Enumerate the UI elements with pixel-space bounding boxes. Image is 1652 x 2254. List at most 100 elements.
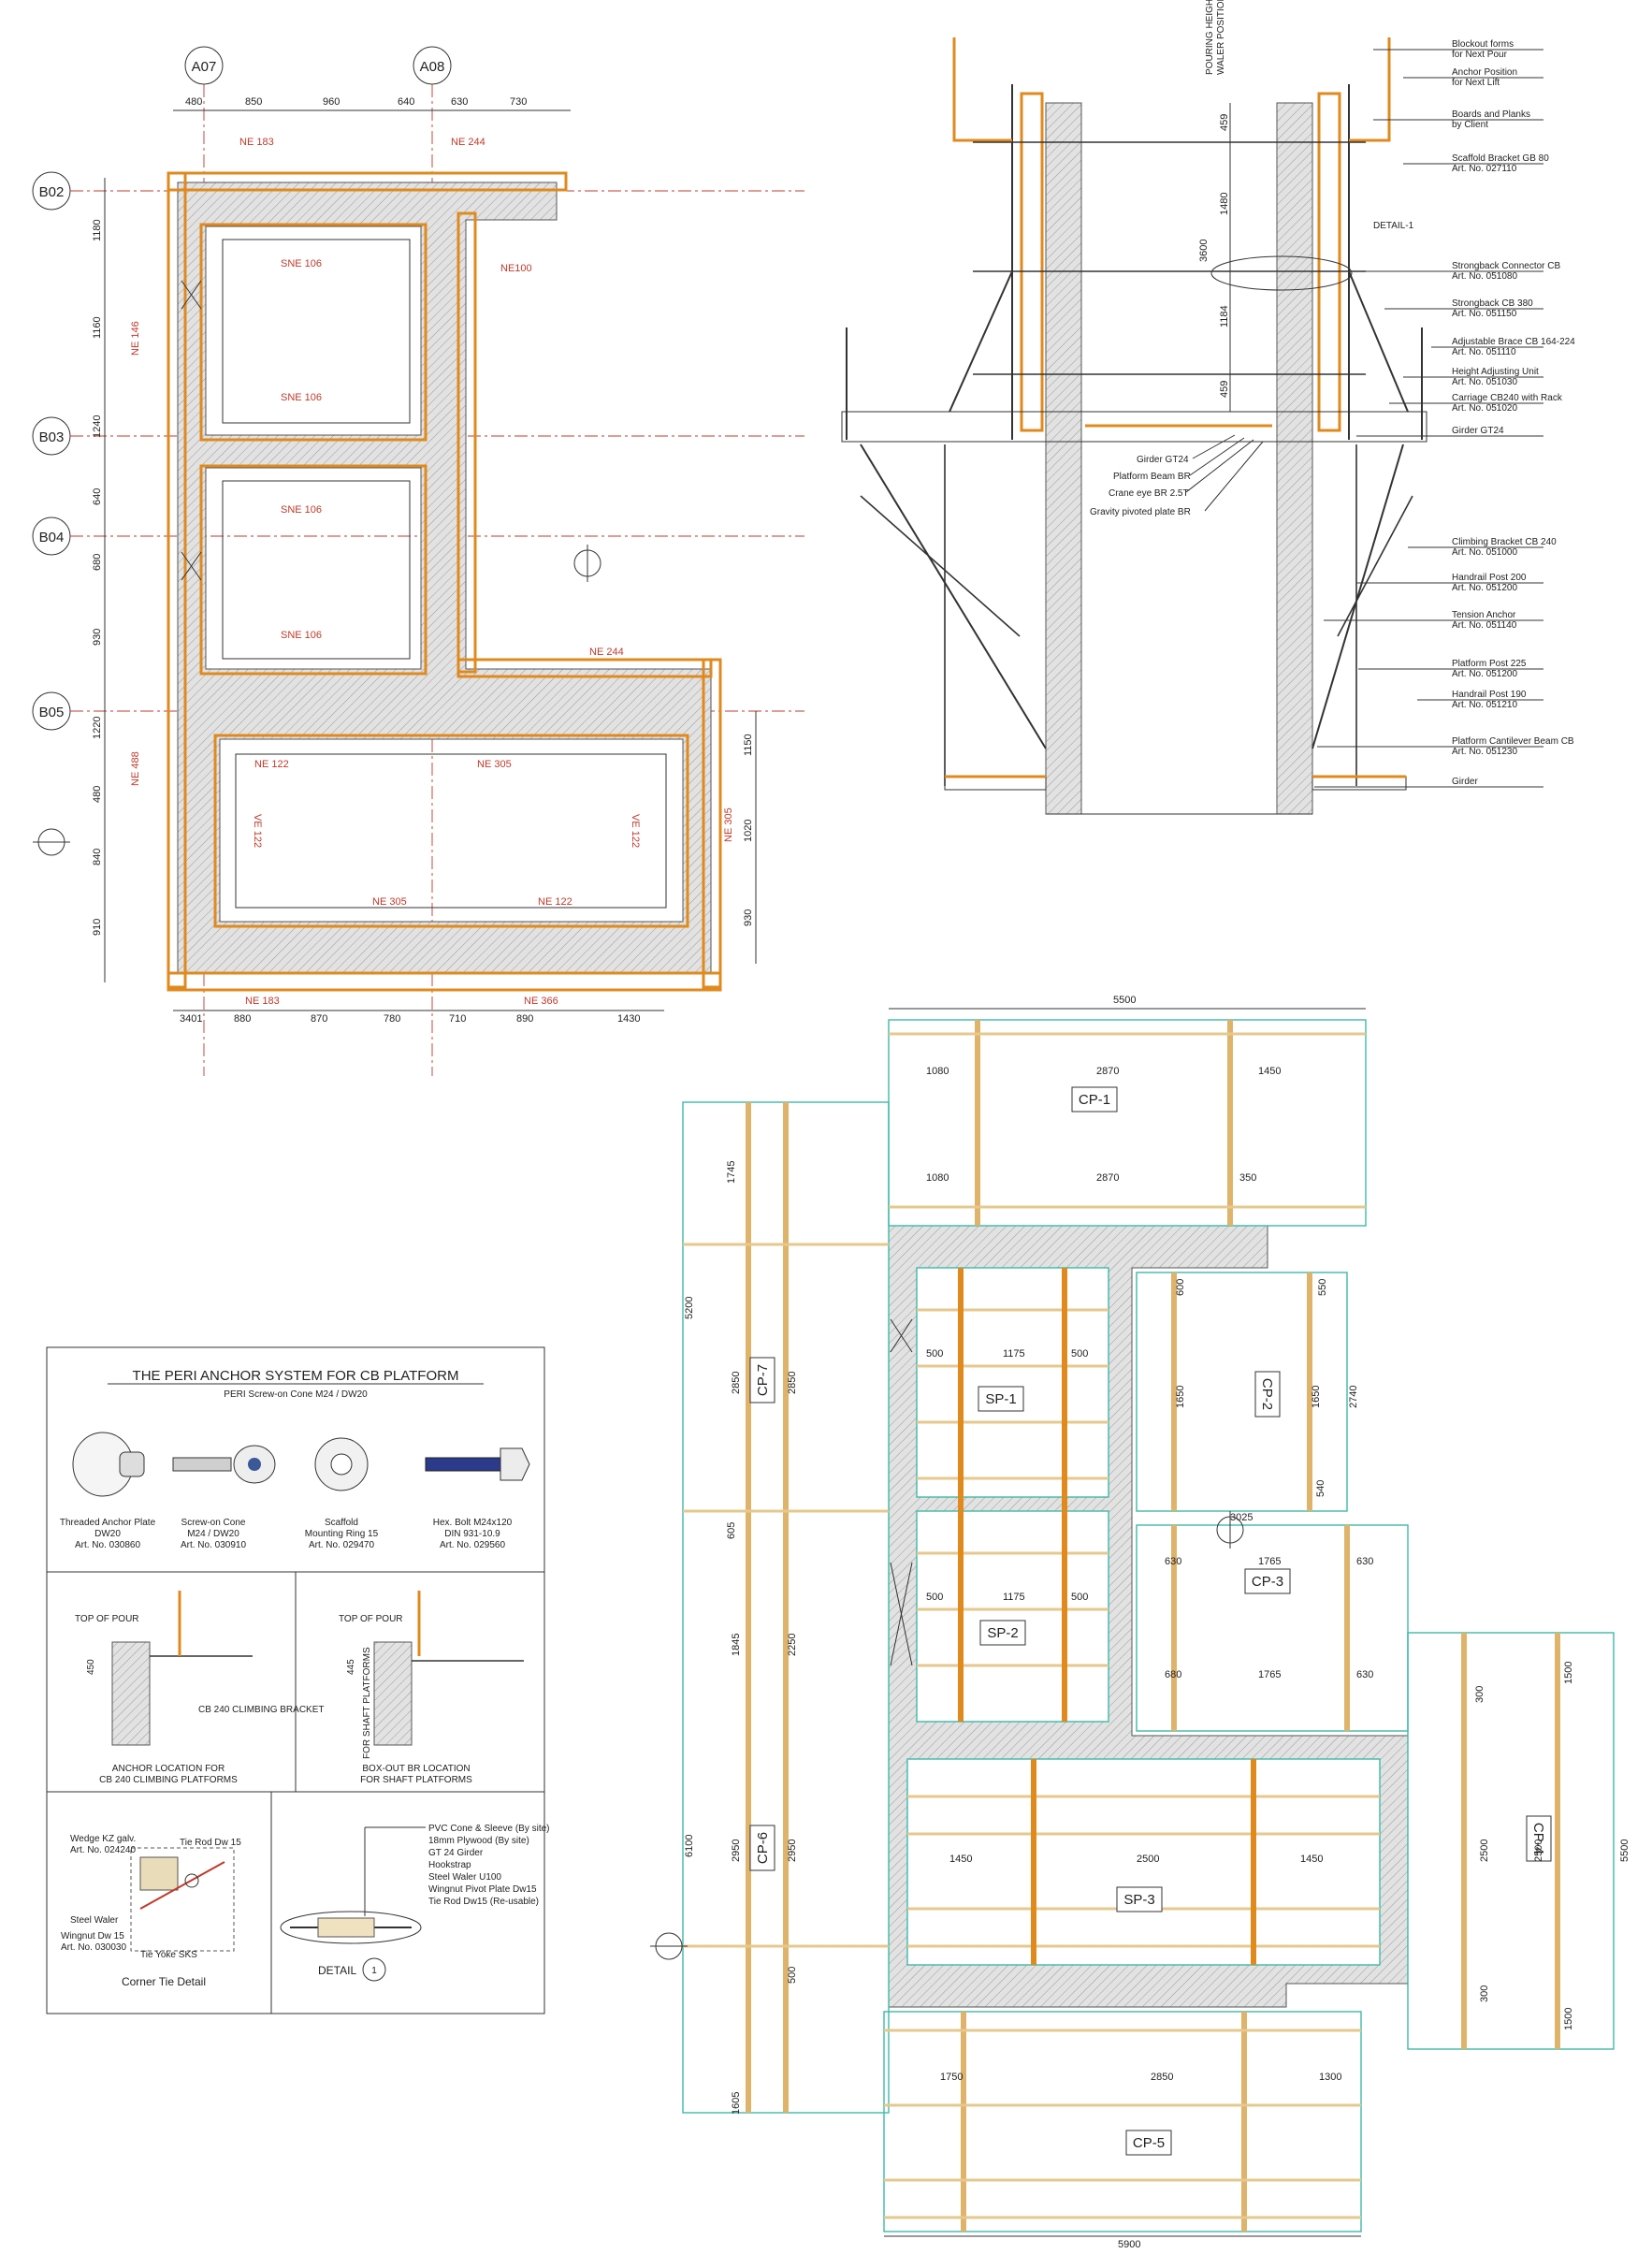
platform-name-text-8: CP-6	[755, 1832, 771, 1864]
platform-dim-24: 1845	[731, 1634, 742, 1656]
platform-name-text-4: CP-2	[1259, 1378, 1275, 1410]
form-step	[456, 658, 713, 678]
section-callout-8: Height Adjusting Unit	[1452, 367, 1539, 377]
platform-name-text-1: CP-1	[1079, 1092, 1110, 1108]
plan-label-9: NE 122	[254, 759, 289, 770]
section-deck-right	[1349, 37, 1391, 142]
form-bottom	[167, 971, 722, 992]
plan-view: A07 A08 B02 B03 B04 B05 480 850 960 640 …	[32, 46, 804, 1076]
platform-name-text-7: SP-3	[1123, 1892, 1154, 1908]
platform-dim-34: 2950	[731, 1840, 742, 1862]
section-callout-15: Handrail Post 190	[1452, 690, 1527, 700]
section-callout-4: Scaffold Bracket GB 80	[1452, 153, 1549, 164]
platform-dim-40: 2500	[1479, 1840, 1490, 1862]
section-callout-13: Tension Anchor	[1452, 610, 1516, 620]
right-dim-1: 1150	[743, 734, 754, 756]
plan-walls	[177, 182, 712, 974]
section-callout-16: Platform Cantilever Beam CB	[1452, 736, 1574, 747]
plan-label-1: NE 183	[239, 137, 274, 148]
hex-bolt-icon	[425, 1447, 530, 1481]
section-dim-5: 459	[1219, 381, 1230, 398]
platform-dim-46: 500	[787, 1967, 798, 1984]
mid-right-caption-1: BOX-OUT BR LOCATION	[362, 1764, 470, 1774]
platform-name-cp-1: CP-1	[1071, 1086, 1118, 1112]
top-dim-1: 480	[185, 96, 202, 108]
platform-name-cp-4: CP-4	[1526, 1815, 1552, 1862]
section-view: DETAIL-1 POURING HEIGHT WALER POSITION 4…	[841, 0, 1575, 815]
section-dim-3: 3600	[1198, 240, 1210, 262]
corner-caption: Corner Tie Detail	[122, 1975, 206, 1988]
plan-label-7: NE100	[500, 263, 532, 274]
section-callout-sub-12: Art. No. 051200	[1452, 583, 1517, 593]
platform-cp-4	[1407, 1632, 1615, 2050]
mid-right-dim: 445	[346, 1659, 356, 1675]
platform-dim-44: 1500	[1563, 2008, 1574, 2030]
platform-dim-14: 600	[1175, 1279, 1186, 1296]
item-1-b: DW20	[94, 1529, 121, 1539]
section-dim-2: 1480	[1219, 193, 1230, 215]
mid-left-bracket: CB 240 CLIMBING BRACKET	[198, 1705, 324, 1715]
top-dim-2: 850	[245, 96, 262, 108]
item-4-a: Hex. Bolt M24x120	[433, 1518, 513, 1528]
bottom-dim-4: 780	[384, 1013, 400, 1025]
detail-label-4: Hookstrap	[428, 1860, 471, 1870]
plan-label-3: SNE 106	[281, 258, 322, 269]
platform-dim-35: 2950	[787, 1840, 798, 1862]
platform-dim-37: 2500	[1137, 1854, 1159, 1865]
left-dim-5: 680	[92, 554, 103, 571]
platform-dim-26: 3025	[1230, 1512, 1253, 1523]
top-dim-6: 730	[510, 96, 527, 108]
section-callout-sub-14: Art. No. 051200	[1452, 669, 1517, 679]
platform-dim-30: 680	[1165, 1669, 1181, 1680]
bottom-dim-5: 710	[449, 1013, 466, 1025]
platform-dim-13: 500	[1071, 1348, 1088, 1360]
section-callout-5: Strongback Connector CB	[1452, 261, 1561, 271]
platform-dim-48: 1750	[940, 2072, 963, 2083]
bottom-dim-1: 3401	[180, 1013, 202, 1025]
platform-dim-45: 300	[1479, 1985, 1490, 2002]
section-lower-left	[944, 776, 1047, 791]
form-inner-1b	[222, 239, 411, 424]
section-callout-3: Boards and Planks	[1452, 109, 1530, 120]
plan-label-10: NE 305	[477, 759, 512, 770]
section-vlabel-2: WALER POSITION	[1216, 0, 1226, 75]
item-3-c: Art. No. 029470	[309, 1540, 374, 1550]
section-callout-1: Blockout forms	[1452, 39, 1514, 50]
section-callout-sub-7: Art. No. 051110	[1452, 347, 1516, 357]
corner-tie-box	[130, 1847, 235, 1952]
section-callout-2: Anchor Position	[1452, 67, 1517, 78]
detail-label-1: PVC Cone & Sleeve (By site)	[428, 1824, 550, 1834]
plan-label-5: SNE 106	[281, 504, 322, 516]
platform-name-sp-2: SP-2	[979, 1620, 1026, 1646]
platform-name-sp-3: SP-3	[1116, 1886, 1163, 1912]
bottom-dim-7: 1430	[617, 1013, 640, 1025]
platform-dim-7: 5200	[684, 1297, 695, 1319]
platform-dim-4: 1080	[926, 1172, 949, 1184]
section-callout-sub-6: Art. No. 051150	[1452, 309, 1517, 319]
left-dim-8: 480	[92, 786, 103, 803]
section-wall-left	[1045, 102, 1082, 815]
top-dim-4: 640	[398, 96, 414, 108]
platform-planks	[683, 1020, 1560, 2232]
section-lower-right	[1311, 776, 1407, 791]
mid-left-caption-2: CB 240 CLIMBING PLATFORMS	[99, 1775, 238, 1785]
mid-left-caption-1: ANCHOR LOCATION FOR	[112, 1764, 225, 1774]
plan-label-17: NE 305	[723, 807, 734, 842]
corner-label-1: Wedge KZ galv.	[70, 1834, 136, 1844]
plan-label-15: NE 146	[130, 321, 141, 356]
corner-label-2: Art. No. 024240	[70, 1845, 136, 1855]
form-mid	[456, 211, 477, 674]
platform-name-cp-5: CP-5	[1125, 2130, 1172, 2156]
bottom-dim-6: 890	[516, 1013, 533, 1025]
section-form-right	[1317, 92, 1341, 432]
platform-dim-43: 1500	[1563, 1662, 1574, 1684]
corner-label-6: Art. No. 030030	[61, 1942, 126, 1953]
section-callout-6: Strongback CB 380	[1452, 298, 1533, 309]
platform-dim-25: 2250	[787, 1634, 798, 1656]
section-form-left	[1020, 92, 1044, 432]
left-dim-10: 910	[92, 919, 103, 936]
plat-bottom-dim: 5900	[1118, 2239, 1140, 2250]
